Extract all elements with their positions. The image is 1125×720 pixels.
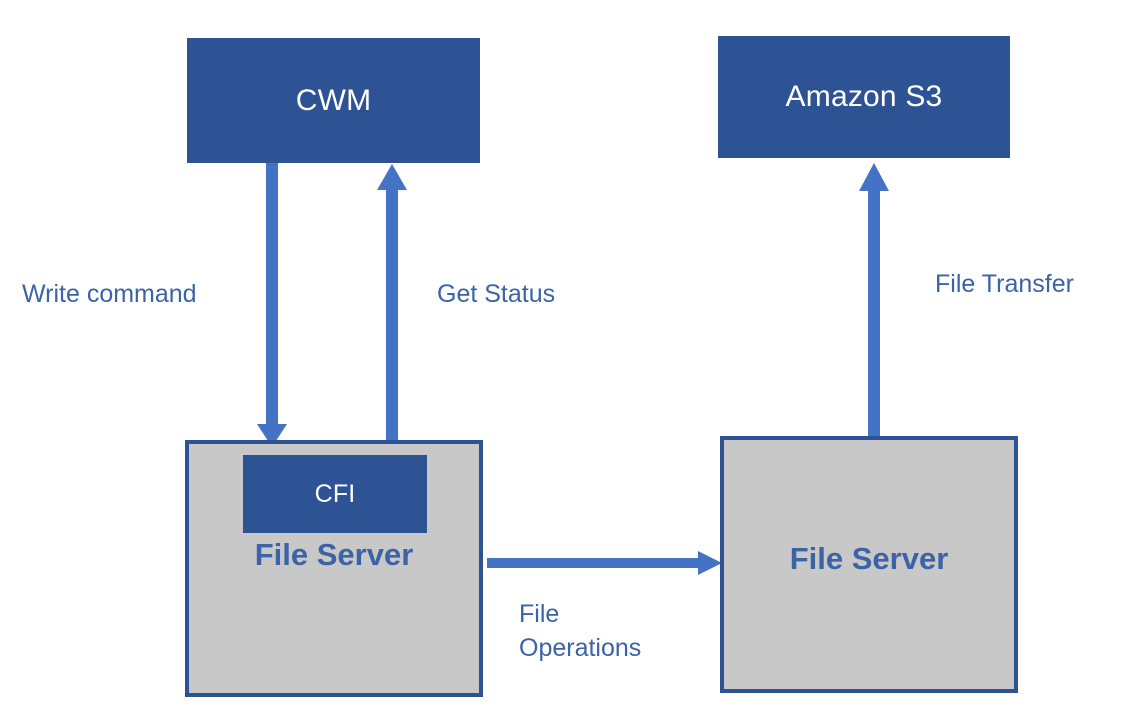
node-cwm[interactable]: CWM — [187, 38, 480, 163]
arrow-write-command — [257, 163, 287, 447]
arrow-file-transfer — [859, 163, 889, 441]
node-amazon-s3[interactable]: Amazon S3 — [718, 36, 1010, 158]
node-file-server-left-label: File Server — [254, 537, 414, 572]
node-file-server-right-label: File Server — [789, 541, 949, 576]
arrow-get-status — [377, 164, 407, 443]
arrow-file-operations — [487, 551, 722, 575]
edge-label-file-transfer: File Transfer — [935, 270, 1074, 298]
node-file-server-right[interactable]: File Server — [720, 436, 1018, 693]
edge-label-file-operations: File Operations — [519, 600, 642, 662]
node-amazon-s3-label: Amazon S3 — [785, 80, 943, 113]
node-cfi-label: CFI — [314, 479, 356, 508]
node-cwm-label: CWM — [295, 83, 372, 117]
edge-label-get-status: Get Status — [437, 280, 556, 308]
edge-label-write-command: Write command — [22, 280, 197, 308]
node-file-server-left[interactable]: File Server — [185, 440, 483, 697]
node-cfi[interactable]: CFI — [243, 455, 427, 533]
